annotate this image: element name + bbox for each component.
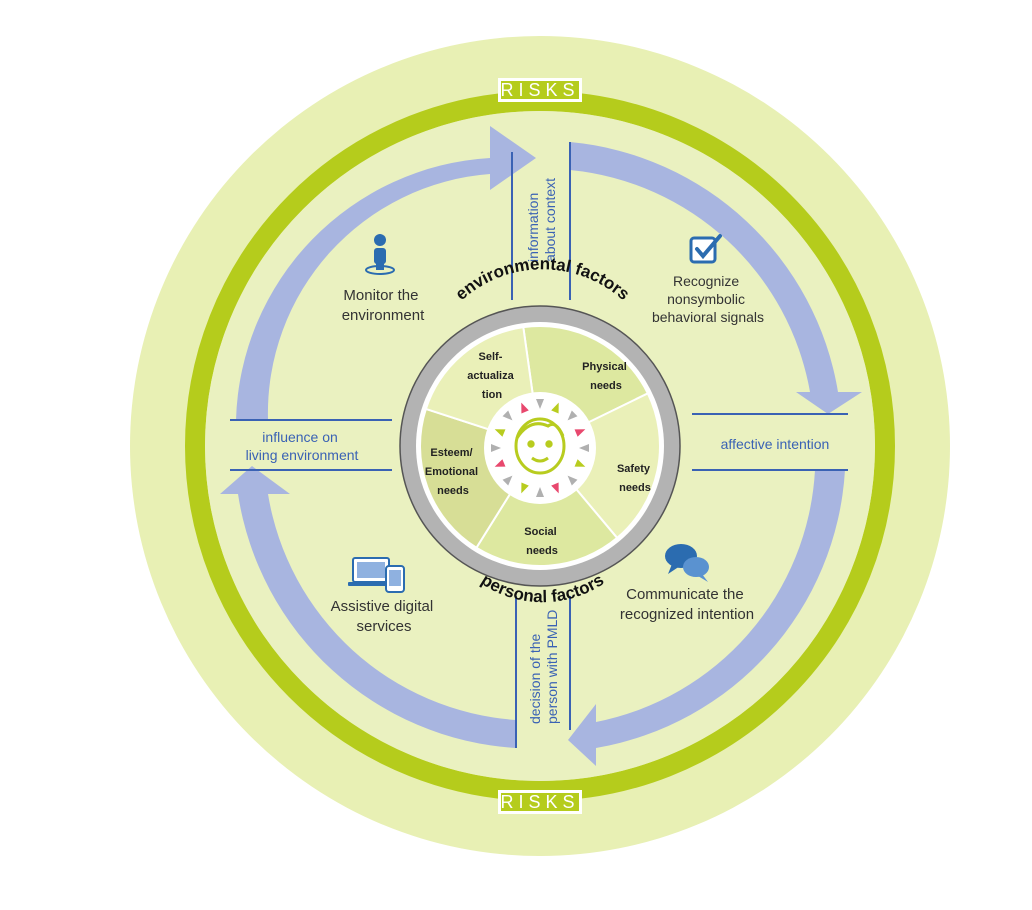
step-label-assistive: Assistive digital services — [331, 598, 438, 635]
arrow-top-to-right — [570, 142, 862, 414]
center-arrow-mark — [502, 475, 513, 486]
center-arrow-mark — [574, 459, 586, 467]
center-arrow-mark — [567, 410, 578, 421]
step-label-recognize: Recognize nonsymbolic behavioral signals — [652, 273, 764, 325]
step-label-monitor: Monitor the environment — [342, 287, 425, 324]
center-arrow-mark — [567, 475, 578, 486]
segment-social — [475, 444, 619, 567]
need-label-self-actualization: Self- actualiza tion — [467, 351, 517, 401]
flow-label-left: influence on living environment — [246, 429, 359, 463]
center-arrow-mark — [491, 444, 501, 452]
arrow-right-to-bottom — [568, 470, 845, 766]
checkbox-icon — [689, 234, 722, 264]
svg-text:RISKS: RISKS — [500, 792, 579, 812]
center-arrow-mark — [494, 459, 506, 467]
speech-bubbles-icon — [665, 544, 709, 582]
need-label-physical: Physical needs — [582, 361, 630, 392]
person-location-icon — [365, 234, 395, 275]
center-arrow-mark — [521, 482, 529, 494]
flow-label-right: affective intention — [721, 436, 830, 452]
center-arrow-mark — [536, 399, 544, 409]
center-arrow-mark — [521, 402, 529, 414]
center-arrow-mark — [502, 410, 513, 421]
center-arrow-mark — [551, 402, 559, 414]
step-label-communicate: Communicate the recognized intention — [620, 586, 754, 623]
center-arrow-mark — [579, 444, 589, 452]
center-arrow-mark — [494, 429, 506, 437]
arrow-left-to-top — [236, 126, 536, 420]
divider-lines — [230, 142, 848, 748]
flow-label-bottom: decision of the person with PMLD — [527, 610, 560, 724]
center-arrow-mark — [551, 482, 559, 494]
center-arrow-mark — [574, 429, 586, 437]
face-icon — [514, 417, 566, 475]
need-label-safety: Safety needs — [617, 463, 653, 494]
risks-label-top: RISKS — [498, 78, 582, 102]
center-arrow-mark — [536, 487, 544, 497]
center-arrows — [491, 399, 589, 497]
need-label-esteem: Esteem/ Emotional needs — [425, 447, 481, 497]
risks-label-bottom: RISKS — [498, 790, 582, 814]
cycle-arrows — [220, 126, 862, 766]
segment-safety — [538, 392, 661, 540]
svg-text:RISKS: RISKS — [500, 80, 579, 100]
need-label-social: Social needs — [524, 526, 559, 557]
flow-label-top: information about context — [525, 178, 558, 262]
devices-icon — [348, 557, 405, 593]
arrow-bottom-to-left — [220, 466, 516, 748]
